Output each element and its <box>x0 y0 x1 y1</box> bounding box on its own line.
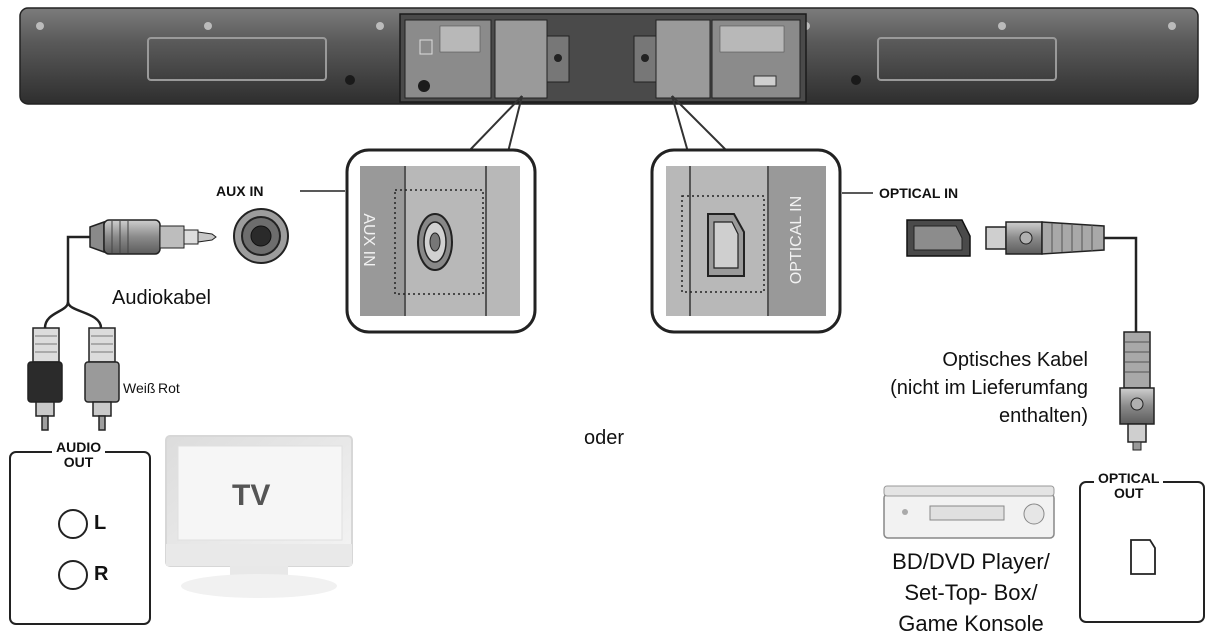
optical-out-label-line2: OUT <box>1113 485 1144 501</box>
optical-cable-line1: Optisches Kabel <box>942 349 1088 371</box>
left-channel-label: L <box>94 512 107 534</box>
optical-cable <box>985 221 1155 451</box>
audio-cable <box>27 219 217 431</box>
audio-cable-label: Audiokabel <box>112 287 211 309</box>
soundbar <box>19 7 1199 105</box>
aux-in-jack <box>233 208 289 264</box>
right-channel-label: R <box>94 563 109 585</box>
device-label: BD/DVD Player/ Set-Top- Box/ Game Konsol… <box>873 546 1069 639</box>
optical-zoom-callout <box>650 95 842 334</box>
device-line3: Game Konsole <box>898 611 1044 636</box>
audio-out-panel <box>9 451 151 625</box>
white-label: Weiß <box>123 380 156 396</box>
or-label: oder <box>584 427 625 449</box>
optical-zoom-label: OPTICAL IN <box>788 195 805 285</box>
optical-in-port <box>906 219 971 257</box>
optical-out-label: OPTICAL OUT <box>1094 470 1164 501</box>
optical-cable-label: Optisches Kabel (nicht im Lieferumfang e… <box>890 346 1088 430</box>
optical-out-label-line1: OPTICAL <box>1098 470 1160 486</box>
red-label: Rot <box>158 380 180 396</box>
device-line2: Set-Top- Box/ <box>904 580 1038 605</box>
aux-in-label: AUX IN <box>216 183 264 199</box>
audio-out-label-line1: AUDIO <box>56 439 102 455</box>
tv-label: TV <box>232 479 271 512</box>
optical-cable-line2: (nicht im Lieferumfang <box>890 377 1088 399</box>
aux-zoom-callout <box>345 95 537 334</box>
device-line1: BD/DVD Player/ <box>892 549 1050 574</box>
optical-in-label: OPTICAL IN <box>879 185 959 201</box>
bd-dvd-player-illustration <box>883 485 1055 539</box>
audio-out-label-line2: OUT <box>63 454 94 470</box>
aux-zoom-label: AUX IN <box>360 213 377 267</box>
optical-out-panel <box>1079 481 1205 623</box>
audio-out-label: AUDIO OUT <box>52 439 106 470</box>
tv-illustration <box>165 435 353 598</box>
optical-cable-line3: enthalten) <box>999 405 1088 427</box>
